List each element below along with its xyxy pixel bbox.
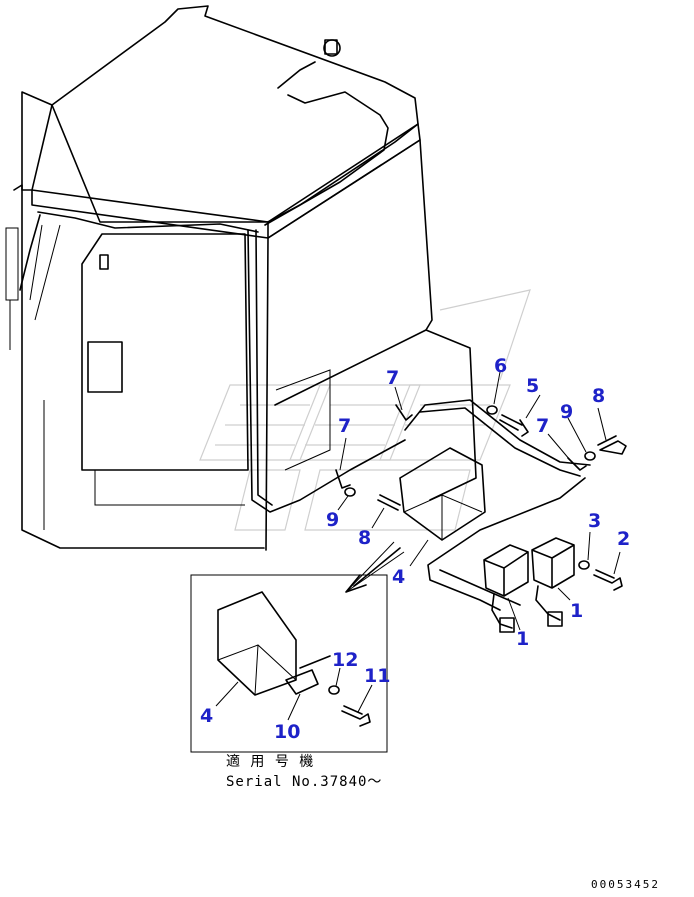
applicability-note: 適 用 号 機 Serial No.37840～ xyxy=(226,752,382,792)
bracket-4-fold xyxy=(403,494,483,540)
cab-body xyxy=(5,5,477,551)
harness-front-run xyxy=(37,211,259,233)
cab-roof xyxy=(51,5,419,223)
clip-7-right xyxy=(567,457,587,471)
callout-8-right: 8 xyxy=(592,385,605,407)
callout-12: 12 xyxy=(332,649,358,671)
washer-6 xyxy=(486,405,498,415)
washer-9-right xyxy=(584,451,596,461)
bolt-5 xyxy=(499,414,529,437)
relay-bracket-assembly xyxy=(335,404,627,633)
callout-2: 2 xyxy=(617,528,630,550)
callout-1-right: 1 xyxy=(570,600,583,622)
callout-9-left: 9 xyxy=(326,509,339,531)
watermark-logo xyxy=(199,289,531,531)
harness-rear-run xyxy=(404,399,591,466)
roof-front-face xyxy=(31,189,269,239)
cab-front-pillar-right xyxy=(265,237,269,551)
cab-side-panel xyxy=(267,139,433,406)
callout-3: 3 xyxy=(588,510,601,532)
callout-5: 5 xyxy=(526,375,539,397)
callout-7-top: 7 xyxy=(386,367,399,389)
callout-1-left: 1 xyxy=(516,628,529,650)
relay-plug-left xyxy=(499,617,515,633)
inset-bracket-4 xyxy=(217,591,297,696)
callout-10: 10 xyxy=(274,721,300,743)
harness-left-drop xyxy=(19,214,41,291)
callout-4-inset: 4 xyxy=(200,705,213,727)
relay-wire-right xyxy=(535,585,561,621)
washer-3 xyxy=(578,560,590,570)
door-handle xyxy=(87,341,123,393)
serial-number: Serial No.37840～ xyxy=(226,774,383,790)
bolt-8-left xyxy=(377,494,401,511)
relay-plug-right xyxy=(547,611,563,627)
connector-front xyxy=(99,254,109,270)
bolt-8-right xyxy=(597,435,627,455)
interior-line xyxy=(29,224,61,530)
inset-bracket-fold xyxy=(217,644,297,696)
cab-front-pillar-left xyxy=(13,184,265,549)
harness-pillar-run-2 xyxy=(255,229,273,506)
harness-roof-run xyxy=(264,61,389,226)
document-number: 00053452 xyxy=(591,878,660,891)
inset-arrow-body xyxy=(345,541,405,593)
inset-detail xyxy=(190,574,388,753)
side-step xyxy=(425,329,477,501)
inset-washer-12 xyxy=(328,685,340,695)
relay-right xyxy=(531,537,575,589)
applicability-label: 適 用 号 機 xyxy=(226,754,315,770)
cab-rear-top xyxy=(21,91,53,191)
inset-frame xyxy=(190,574,388,753)
callout-4-main: 4 xyxy=(392,566,405,588)
washer-9-left xyxy=(344,487,356,497)
callout-6: 6 xyxy=(494,355,507,377)
leader-lines xyxy=(215,371,621,721)
callouts: 1 1 2 3 4 5 6 7 7 7 8 8 9 9 4 10 11 12 xyxy=(200,355,630,743)
relay-wire-left xyxy=(491,593,513,629)
callout-7-right: 7 xyxy=(536,415,549,437)
callout-11: 11 xyxy=(364,665,390,687)
front-window xyxy=(81,233,249,471)
grommet-top xyxy=(323,39,341,57)
lower-panel xyxy=(94,470,245,506)
relay-left xyxy=(483,544,529,597)
rear-panel-line xyxy=(275,369,331,471)
bolt-2 xyxy=(593,569,623,591)
clip-7-left xyxy=(335,469,351,489)
harness-pillar-run xyxy=(247,229,406,513)
callout-8-left: 8 xyxy=(358,527,371,549)
callout-7-left: 7 xyxy=(338,415,351,437)
inset-clip-10 xyxy=(285,655,331,695)
wire-harness xyxy=(19,39,591,611)
harness-rear-run-2 xyxy=(419,407,581,477)
door-rail-left xyxy=(5,227,19,350)
clip-7-top xyxy=(395,404,413,421)
callout-9-right: 9 xyxy=(560,401,573,423)
inset-bolt-11 xyxy=(341,705,371,727)
harness-to-relays xyxy=(427,477,586,611)
